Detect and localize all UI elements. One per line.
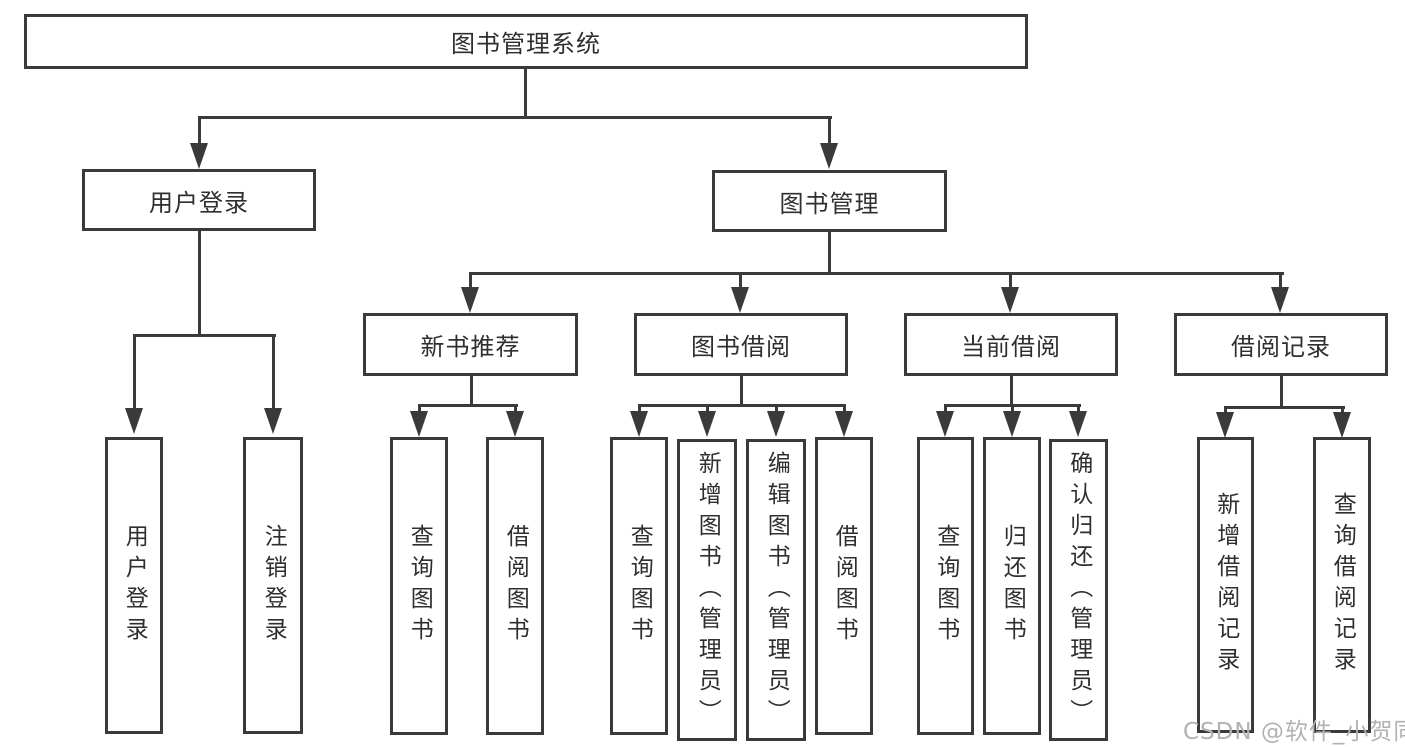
node-book-borrowing: 图书借阅 [634, 313, 848, 376]
node-label: 图书管理 [779, 189, 880, 218]
leaf-label: 借阅图书 [502, 524, 529, 648]
leaf-newbook-query-books: 查询图书 [390, 437, 448, 735]
watermark: CSDN @软件_小贺同学 [1183, 719, 1405, 745]
connector-line [1077, 404, 1080, 412]
arrow-down-icon [1001, 287, 1019, 313]
connector-line [638, 404, 641, 412]
node-label: 当前借阅 [961, 333, 1061, 361]
connector-line [133, 334, 136, 410]
connector-line [828, 116, 831, 144]
leaf-borrowing-add-books-admin: 新增图书（管理员） [677, 439, 737, 741]
node-book-management: 图书管理 [712, 170, 947, 232]
arrow-down-icon [190, 143, 208, 169]
node-label: 用户登录 [149, 188, 249, 217]
connector-line [1224, 406, 1345, 409]
node-library-system: 图书管理系统 [24, 14, 1028, 69]
connector-line [470, 376, 473, 406]
node-label: 图书管理系统 [451, 30, 601, 58]
arrow-down-icon [125, 408, 143, 434]
connector-line [418, 404, 518, 407]
connector-line [706, 404, 709, 412]
leaf-label: 新增借阅记录 [1212, 492, 1239, 678]
leaf-borrowing-edit-books-admin: 编辑图书（管理员） [746, 439, 806, 741]
arrow-down-icon [461, 287, 479, 313]
arrow-down-icon [820, 143, 838, 169]
arrow-down-icon [264, 408, 282, 434]
connector-line [133, 334, 276, 337]
leaf-label: 借阅图书 [831, 524, 858, 648]
connector-line [775, 404, 778, 412]
leaf-records-query-record: 查询借阅记录 [1313, 437, 1371, 733]
arrow-down-icon [1271, 287, 1289, 313]
leaf-label: 用户登录 [121, 523, 148, 648]
connector-line [198, 116, 201, 144]
node-user-login: 用户登录 [82, 169, 316, 231]
connector-line [1010, 376, 1013, 406]
connector-line [638, 404, 846, 407]
connector-line [944, 404, 947, 412]
leaf-newbook-borrow-books: 借阅图书 [486, 437, 544, 735]
connector-line [272, 334, 275, 410]
leaf-user-login: 用户登录 [105, 437, 163, 734]
arrow-down-icon [1333, 412, 1351, 438]
arrow-down-icon [936, 411, 954, 437]
leaf-label: 归还图书 [999, 524, 1026, 648]
connector-line [828, 232, 831, 274]
node-borrowing-records: 借阅记录 [1174, 313, 1388, 376]
connector-line [514, 404, 517, 412]
arrow-down-icon [731, 287, 749, 313]
leaf-records-add-record: 新增借阅记录 [1197, 437, 1254, 733]
leaf-label: 查询图书 [406, 524, 433, 648]
leaf-label: 注销登录 [260, 523, 287, 648]
leaf-current-query-books: 查询图书 [917, 437, 974, 735]
leaf-logout: 注销登录 [243, 437, 303, 734]
arrow-down-icon [410, 411, 428, 437]
arrow-down-icon [1003, 411, 1021, 437]
leaf-label: 查询图书 [626, 524, 653, 648]
connector-line [469, 272, 472, 288]
arrow-down-icon [630, 411, 648, 437]
connector-line [843, 404, 846, 412]
connector-line [1341, 406, 1344, 414]
arrow-down-icon [506, 411, 524, 437]
leaf-label: 编辑图书（管理员） [763, 450, 790, 730]
connector-line [198, 231, 201, 337]
connector-line [418, 404, 421, 412]
leaf-borrowing-query-books: 查询图书 [610, 437, 668, 735]
leaf-label: 确认归还（管理员） [1065, 450, 1092, 730]
arrow-down-icon [767, 411, 785, 437]
arrow-down-icon [835, 411, 853, 437]
arrow-down-icon [1069, 411, 1087, 437]
node-label: 借阅记录 [1231, 333, 1331, 361]
leaf-label: 查询借阅记录 [1329, 492, 1356, 678]
leaf-label: 查询图书 [932, 524, 959, 648]
connector-line [1011, 404, 1014, 412]
node-label: 图书借阅 [691, 333, 791, 361]
leaf-borrowing-borrow-books: 借阅图书 [815, 437, 873, 735]
node-new-book-recommend: 新书推荐 [363, 313, 578, 376]
arrow-down-icon [698, 411, 716, 437]
connector-line [740, 376, 743, 406]
connector-line [1280, 376, 1283, 408]
leaf-current-return-books: 归还图书 [983, 437, 1041, 735]
leaf-label: 新增图书（管理员） [694, 450, 721, 730]
connector-line [1279, 272, 1282, 288]
connector-line [1009, 272, 1012, 288]
connector-line [1224, 406, 1227, 414]
node-label: 新书推荐 [420, 333, 521, 361]
node-current-borrowing: 当前借阅 [904, 313, 1118, 376]
arrow-down-icon [1216, 412, 1234, 438]
connector-line [524, 69, 527, 119]
connector-line [469, 272, 1284, 275]
connector-line [739, 272, 742, 288]
leaf-current-confirm-return-admin: 确认归还（管理员） [1049, 439, 1108, 741]
connector-line [198, 116, 832, 119]
